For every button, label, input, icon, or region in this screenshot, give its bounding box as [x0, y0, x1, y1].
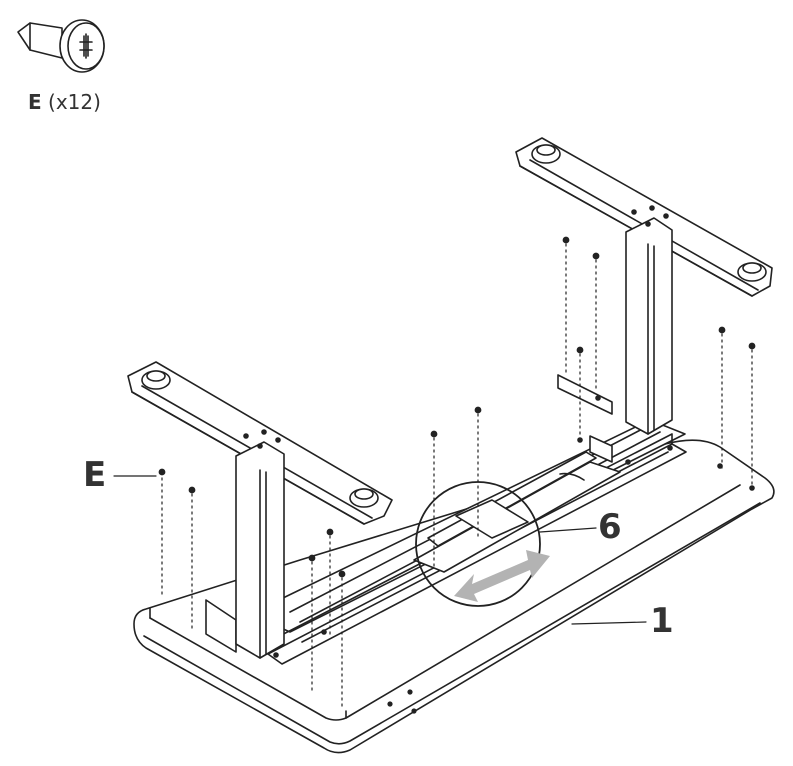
right-leg: [515, 137, 773, 435]
legend-part-letter: E: [28, 90, 42, 114]
screw-icon: [17, 19, 105, 73]
double-arrow-icon: [454, 550, 550, 602]
leader-6: [539, 527, 597, 533]
legend-quantity: (x12): [48, 90, 101, 114]
tabletop: [133, 439, 775, 754]
callout-1-label: 1: [650, 601, 674, 641]
screws: [158, 236, 756, 711]
parts-legend: E (x12): [28, 90, 101, 114]
left-leg: [127, 361, 393, 659]
callout-6-label: 6: [598, 507, 622, 547]
callout-e-label: E: [83, 455, 107, 495]
leader-1: [571, 621, 647, 625]
crossbar: [413, 435, 621, 573]
detail-circle: [415, 481, 541, 607]
